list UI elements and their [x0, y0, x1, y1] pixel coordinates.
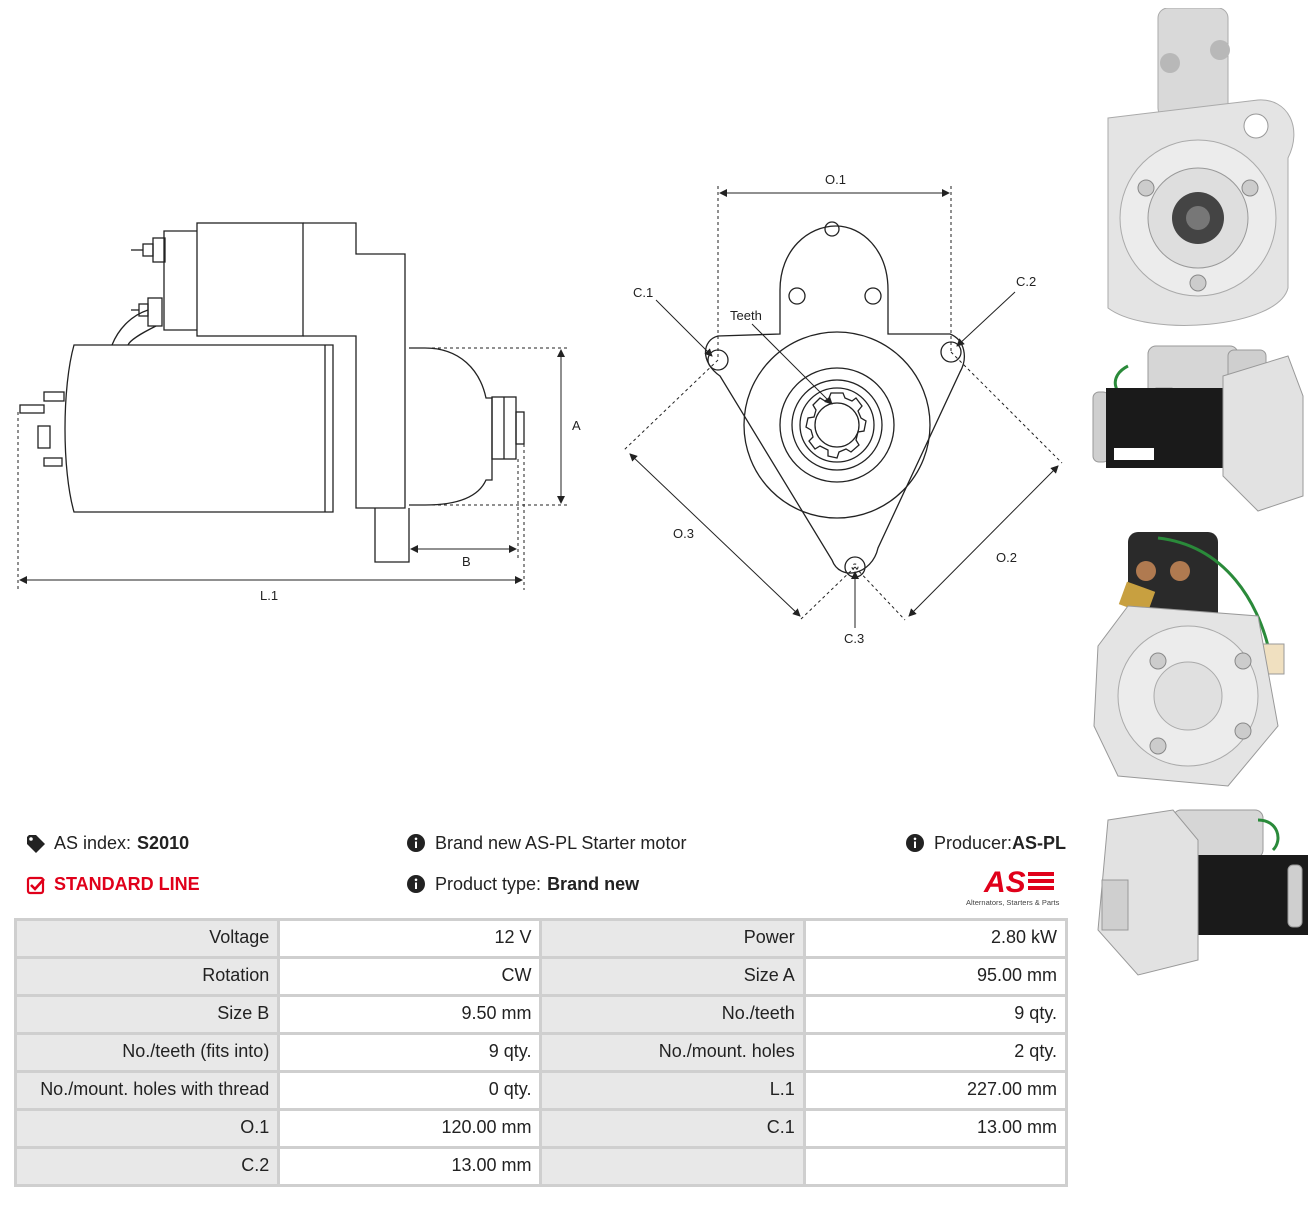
producer-value: AS-PL: [1012, 833, 1067, 853]
spec-label: No./teeth: [539, 994, 806, 1035]
check-square-icon: [26, 875, 46, 895]
front-view-dimensions: [623, 186, 1063, 621]
as-index-value: S2010: [137, 833, 190, 853]
product-photo-side[interactable]: [1088, 336, 1310, 516]
spec-label: No./teeth (fits into): [13, 1032, 281, 1073]
spec-value: 0 qty.: [277, 1070, 543, 1111]
side-view-dimensions: [17, 347, 568, 590]
as-index-label: AS index:: [54, 833, 132, 853]
spec-label: [539, 1146, 806, 1187]
spec-label: Size B: [13, 994, 281, 1035]
dim-label-b: B: [462, 554, 471, 569]
spec-label: O.1: [13, 1108, 281, 1149]
spec-value: 9.50 mm: [277, 994, 543, 1035]
spec-value: 12 V: [277, 918, 543, 959]
dim-label-a: A: [572, 418, 581, 433]
dim-label-c2: C.2: [1016, 274, 1036, 289]
spec-value: 9 qty.: [802, 994, 1069, 1035]
spec-value: 9 qty.: [277, 1032, 543, 1073]
spec-value: CW: [277, 956, 543, 997]
info-icon: [906, 833, 926, 854]
spec-label: L.1: [539, 1070, 806, 1111]
spec-value: 120.00 mm: [277, 1108, 543, 1149]
spec-value: [802, 1146, 1069, 1187]
dim-label-o2: O.2: [996, 550, 1017, 565]
brand-row: Brand new AS-PL Starter motor: [407, 833, 686, 854]
spec-value: 95.00 mm: [802, 956, 1069, 997]
dim-label-c1: C.1: [633, 285, 653, 300]
side-view-drawing: [19, 222, 525, 563]
brand-text: Brand new AS-PL Starter motor: [435, 833, 687, 853]
producer-label: Producer:: [934, 833, 1013, 853]
spec-label: Voltage: [13, 918, 281, 959]
spec-label: Size A: [539, 956, 806, 997]
product-type-label: Product type:: [435, 874, 542, 894]
product-photo-front[interactable]: [1088, 8, 1310, 338]
product-type-row: Product type: Brand new: [407, 874, 639, 895]
spec-value: 227.00 mm: [802, 1070, 1069, 1111]
producer-row: Producer: AS-PL: [906, 833, 1066, 854]
product-photo-rear[interactable]: [1088, 526, 1310, 794]
dim-label-o1: O.1: [825, 172, 846, 187]
spec-label: C.2: [13, 1146, 281, 1187]
spec-label: Rotation: [13, 956, 281, 997]
spec-value: 2 qty.: [802, 1032, 1069, 1073]
product-photo-top[interactable]: [1088, 800, 1310, 980]
as-index-row: AS index: S2010: [26, 833, 189, 854]
info-icon: [407, 833, 427, 854]
svg-text:Alternators, Starters & Parts: Alternators, Starters & Parts: [966, 898, 1060, 907]
as-pl-logo: AS Alternators, Starters & Parts: [958, 864, 1070, 908]
spec-label: No./mount. holes: [539, 1032, 806, 1073]
dim-label-o3: O.3: [673, 526, 694, 541]
info-icon: [407, 874, 427, 895]
front-view-drawing: [704, 221, 965, 578]
spec-label: C.1: [539, 1108, 806, 1149]
spec-value: 13.00 mm: [802, 1108, 1069, 1149]
svg-text:AS: AS: [983, 866, 1026, 899]
spec-label: No./mount. holes with thread: [13, 1070, 281, 1111]
standard-line-badge: STANDARD LINE: [26, 874, 200, 895]
product-type-value: Brand new: [547, 874, 640, 894]
table-row: No./teeth (fits into)9 qty.No./mount. ho…: [13, 1032, 1069, 1073]
dim-label-teeth: Teeth: [730, 308, 762, 323]
spec-value: 13.00 mm: [277, 1146, 543, 1187]
dim-label-c3: C.3: [844, 631, 864, 646]
tag-icon: [26, 834, 46, 854]
spec-value: 2.80 kW: [802, 918, 1069, 959]
dim-label-l1: L.1: [260, 588, 278, 603]
spec-label: Power: [539, 918, 806, 959]
standard-line-label: STANDARD LINE: [54, 874, 200, 894]
technical-drawing: A B L.1 O.1 C.1 C.2 Teeth O.3: [17, 172, 1063, 646]
